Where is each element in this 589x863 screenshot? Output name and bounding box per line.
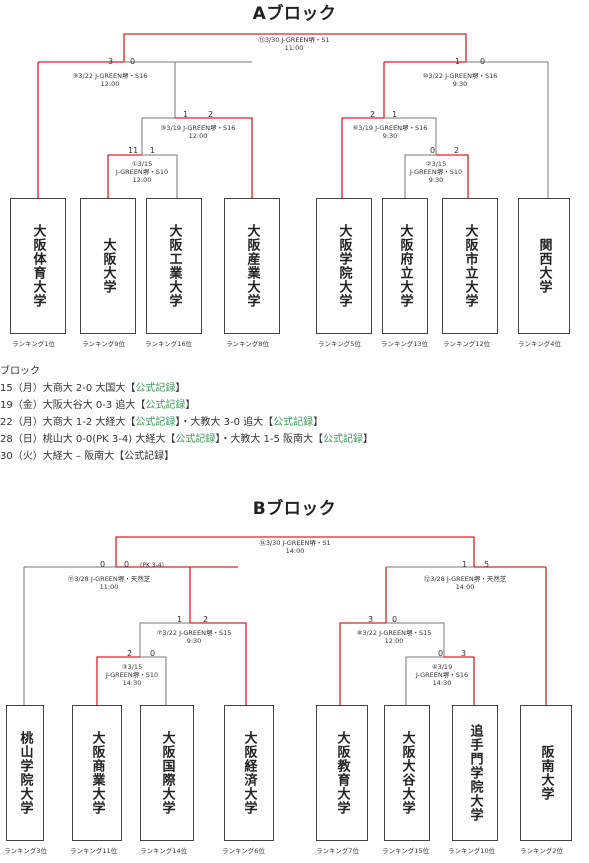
score: 1 (150, 146, 156, 155)
team-box: 桃山学院大学 (6, 705, 44, 841)
score: 0 (480, 57, 486, 66)
result-row: 22（月）大商大 1-2 大経大【公式記録】・大教大 3-0 追大【公式記録】 (0, 417, 324, 428)
rank-label: ランキング13位 (381, 340, 429, 348)
score: 0 (392, 615, 398, 624)
official-record-link[interactable]: 公式記録 (145, 400, 186, 411)
block-a-bracket-lines (37, 33, 549, 198)
official-record-link[interactable]: 公式記録 (175, 434, 216, 445)
score: 5 (484, 560, 490, 569)
team-box: 大阪経済大学 (224, 705, 274, 841)
score: 1 (392, 110, 398, 119)
team-box: 大阪学院大学 (316, 198, 372, 334)
official-record-link[interactable]: 公式記録 (323, 434, 364, 445)
team-box: 大阪工業大学 (146, 198, 202, 334)
team-box: 大阪教育大学 (316, 705, 368, 841)
team-box: 阪南大学 (520, 705, 572, 841)
results-list: ブロック 15（月）大商大 2-0 大国大【公式記録】 19（金）大阪大谷大 0… (0, 363, 589, 465)
score: 2 (203, 615, 209, 624)
score: 0 (150, 649, 156, 658)
official-record-link[interactable]: 公式記録 (273, 417, 314, 428)
team-box: 関西大学 (518, 198, 570, 334)
result-row: 30（火）大経大 – 阪南大【公式記録】 (0, 451, 175, 462)
rank-label: ランキング2位 (520, 847, 563, 855)
score: 3 (368, 615, 374, 624)
rank-label: ランキング14位 (140, 847, 188, 855)
score: 0 (100, 560, 106, 569)
rank-label: ランキング8位 (226, 340, 269, 348)
rank-label: ランキング10位 (448, 847, 496, 855)
team-box: 大阪府立大学 (382, 198, 428, 334)
score: 0 (430, 146, 436, 155)
score: 0 (124, 560, 130, 569)
pk-note: (PK 3-4) (140, 562, 164, 569)
official-record-link[interactable]: 公式記録 (135, 417, 176, 428)
team-box: 大阪体育大学 (10, 198, 66, 334)
rank-label: ランキング6位 (222, 847, 265, 855)
score: 2 (208, 110, 214, 119)
score: 3 (108, 57, 114, 66)
team-box: 大阪市立大学 (442, 198, 498, 334)
block-b-title: Bブロック (252, 499, 337, 519)
result-row: 19（金）大阪大谷大 0-3 追大【公式記録】 (0, 400, 196, 411)
rank-label: ランキング5位 (318, 340, 361, 348)
rank-label: ランキング4位 (518, 340, 561, 348)
team-box: 大阪大谷大学 (384, 705, 430, 841)
team-box: 大阪産業大学 (224, 198, 280, 334)
team-box: 大阪国際大学 (140, 705, 194, 841)
result-row: 15（月）大商大 2-0 大国大【公式記録】 (0, 383, 186, 394)
score: 0 (438, 649, 444, 658)
score: 2 (454, 146, 460, 155)
rank-label: ランキング1位 (12, 340, 55, 348)
rank-label: ランキング7位 (316, 847, 359, 855)
score: 1 (455, 57, 461, 66)
score: 1 (462, 560, 468, 569)
rank-label: ランキング15位 (382, 847, 430, 855)
block-b-bracket-lines (23, 536, 547, 705)
score: 1 (183, 110, 189, 119)
block-a-title: Aブロック (252, 4, 337, 24)
results-heading: ブロック (0, 366, 40, 377)
score: 2 (370, 110, 376, 119)
score: 3 (461, 649, 467, 658)
result-row: 28（日）桃山大 0-0(PK 3-4) 大経大【公式記録】・大教大 1-5 阪… (0, 434, 374, 445)
official-record-link[interactable]: 公式記録 (135, 383, 176, 394)
score: 0 (130, 57, 136, 66)
team-box: 大阪商業大学 (72, 705, 122, 841)
score: 2 (127, 649, 133, 658)
team-box: 大阪大学 (80, 198, 136, 334)
score: 11 (128, 146, 139, 155)
rank-label: ランキング9位 (82, 340, 125, 348)
rank-label: ランキング16位 (145, 340, 193, 348)
rank-label: ランキング3位 (4, 847, 47, 855)
team-box: 追手門学院大学 (452, 705, 498, 841)
rank-label: ランキング12位 (443, 340, 491, 348)
rank-label: ランキング11位 (70, 847, 118, 855)
score: 1 (177, 615, 183, 624)
